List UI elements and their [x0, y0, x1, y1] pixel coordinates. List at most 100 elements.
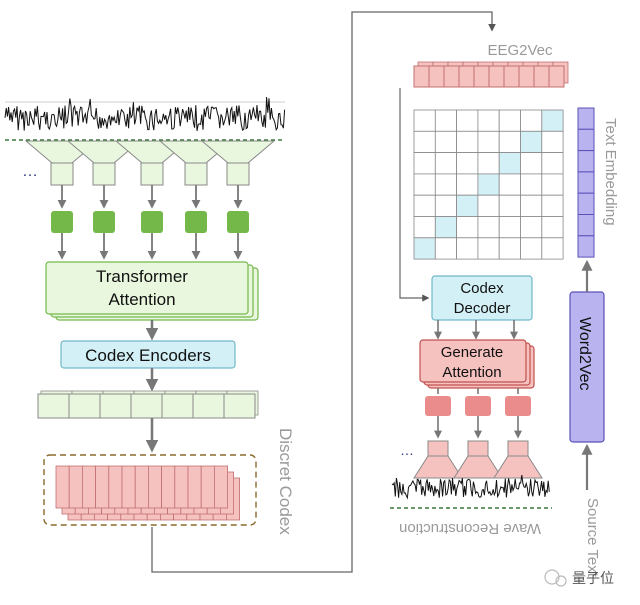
- text-emb-cell-4: [577, 171, 595, 194]
- matrix-cell-1-2: [456, 130, 479, 154]
- matrix-cell-4-5: [520, 194, 543, 217]
- matrix-cell-2-0: [413, 152, 436, 175]
- eeg-cell-5: [473, 65, 490, 88]
- matrix-cell-0-5: [520, 109, 543, 132]
- funnel-stem-5: [226, 162, 250, 186]
- matrix-cell-6-6: [541, 237, 564, 260]
- wave-reconstruction-label: Wave Reconstruction: [399, 520, 541, 537]
- codex-bar-front-13: [213, 465, 228, 509]
- matrix-cell-0-4: [498, 109, 521, 132]
- right-funnel-stem-2: [467, 440, 489, 457]
- matrix-cell-3-2: [456, 173, 479, 196]
- eeg-cell-9: [533, 65, 550, 88]
- eeg2vec-vector: [413, 61, 569, 88]
- matrix-cell-6-4: [498, 237, 521, 260]
- eeg-cell-3: [443, 65, 460, 88]
- eeg-cell-8: [518, 65, 535, 88]
- right-funnel-3: [493, 455, 543, 479]
- seq-cell-4: [130, 393, 163, 419]
- transformer-label-line2: Attention: [108, 290, 175, 309]
- reconstructed-waveform: [390, 475, 552, 509]
- text-emb-cell-2: [577, 128, 595, 152]
- codex-bar-front-12: [200, 465, 215, 509]
- matrix-cell-2-6: [541, 152, 564, 175]
- left-eeg-waveform: [4, 96, 286, 141]
- codex-bar-front-2: [68, 465, 83, 509]
- codex-bar-front-5: [108, 465, 123, 509]
- codex-bar-front-11: [187, 465, 202, 509]
- matrix-cell-1-0: [413, 130, 436, 154]
- text-embedding-label: Text Embedding: [602, 118, 619, 226]
- matrix-cell-5-3: [477, 216, 500, 239]
- eeg-cell-10: [548, 65, 565, 88]
- matrix-cell-5-4: [498, 216, 521, 239]
- matrix-cell-3-1: [434, 173, 457, 196]
- watermark-logo: 量子位: [544, 569, 614, 587]
- funnel-stem-4: [184, 162, 208, 186]
- matrix-cell-1-1: [434, 130, 457, 154]
- matrix-cell-0-1: [434, 109, 457, 132]
- green-token-5: [227, 211, 249, 233]
- green-token-4: [185, 211, 207, 233]
- discret-codex-label: Discret Codex: [276, 428, 295, 535]
- word2vec-block: Word2Vec: [569, 291, 605, 443]
- matrix-cell-5-6: [541, 216, 564, 239]
- decoder-to-generate-arrows: [434, 320, 518, 340]
- text-emb-cell-3: [577, 150, 595, 173]
- matrix-cell-2-5: [520, 152, 543, 175]
- left-funnel-encoders: [24, 140, 276, 209]
- generate-label-line1: Generate: [441, 344, 504, 361]
- codex-bar-front-6: [121, 465, 136, 509]
- red-token-1: [425, 396, 451, 416]
- matrix-cell-6-3: [477, 237, 500, 260]
- text-emb-cell-1: [577, 107, 595, 130]
- text-emb-cell-5: [577, 192, 595, 215]
- matrix-cell-6-1: [434, 237, 457, 260]
- encoded-sequence: [37, 390, 259, 419]
- transformer-label-line1: Transformer: [96, 267, 188, 286]
- matrix-cell-4-0: [413, 194, 436, 217]
- text-emb-cell-7: [577, 235, 595, 258]
- generate-to-token-arrows: [437, 388, 519, 394]
- matrix-cell-2-2: [456, 152, 479, 175]
- matrix-cell-5-1: [434, 216, 457, 239]
- matrix-cell-6-2: [456, 237, 479, 260]
- matrix-cell-3-6: [541, 173, 564, 196]
- similarity-matrix: [413, 109, 564, 260]
- right-funnel-stem-1: [427, 440, 449, 457]
- codex-decoder-label-line1: Codex: [460, 280, 504, 297]
- codex-bar-front-7: [134, 465, 149, 509]
- green-token-2: [93, 211, 115, 233]
- matrix-cell-4-3: [477, 194, 500, 217]
- seq-cell-5: [161, 393, 194, 419]
- seq-cell-6: [192, 393, 225, 419]
- red-token-2: [465, 396, 491, 416]
- watermark-text: 量子位: [572, 570, 614, 586]
- source-text-label: Source Text: [584, 498, 601, 578]
- matrix-cell-2-4: [498, 152, 521, 175]
- codex-bar-front-8: [147, 465, 162, 509]
- matrix-cell-1-6: [541, 130, 564, 154]
- matrix-cell-0-2: [456, 109, 479, 132]
- matrix-cell-0-6: [541, 109, 564, 132]
- right-funnel-decoders: [413, 440, 543, 479]
- codex-bar-front-1: [55, 465, 70, 509]
- seq-cell-7: [223, 393, 256, 419]
- eeg-cell-7: [503, 65, 520, 88]
- text-embedding-vector: [577, 107, 595, 258]
- matrix-cell-1-5: [520, 130, 543, 154]
- matrix-cell-2-3: [477, 152, 500, 175]
- matrix-cell-6-5: [520, 237, 543, 260]
- codex-encoders-label: Codex Encoders: [85, 346, 211, 365]
- connector-left-to-right: [151, 11, 496, 573]
- funnel-stem-1: [50, 162, 74, 186]
- codex-decoder-label-line2: Decoder: [454, 300, 511, 317]
- word2vec-label: Word2Vec: [576, 317, 593, 391]
- matrix-cell-2-1: [434, 152, 457, 175]
- matrix-cell-6-0: [413, 237, 436, 260]
- codex-decoder-block: Codex Decoder: [431, 275, 533, 321]
- matrix-cell-4-2: [456, 194, 479, 217]
- eeg-cell-6: [488, 65, 505, 88]
- green-token-3: [141, 211, 163, 233]
- left-token-squares: [51, 211, 249, 260]
